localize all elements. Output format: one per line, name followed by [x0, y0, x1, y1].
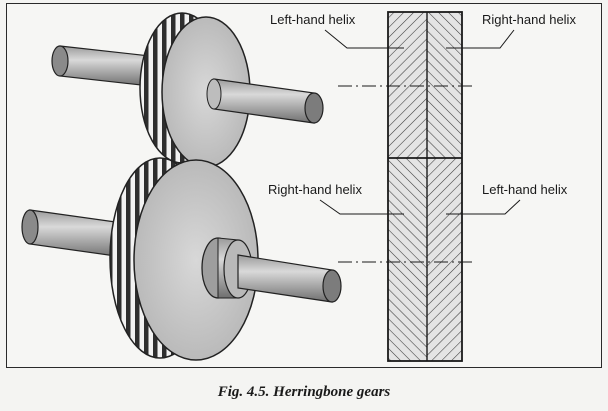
label-left-hand-helix-bottom: Left-hand helix	[482, 182, 568, 197]
upper-gear	[51, 12, 324, 168]
label-right-hand-helix-top: Right-hand helix	[482, 12, 576, 27]
label-left-hand-helix-top: Left-hand helix	[270, 12, 356, 27]
figure-caption: Fig. 4.5. Herringbone gears	[217, 384, 391, 400]
label-right-hand-helix-bottom: Right-hand helix	[268, 182, 362, 197]
lower-gear	[21, 157, 342, 361]
sectional-view	[319, 11, 521, 362]
